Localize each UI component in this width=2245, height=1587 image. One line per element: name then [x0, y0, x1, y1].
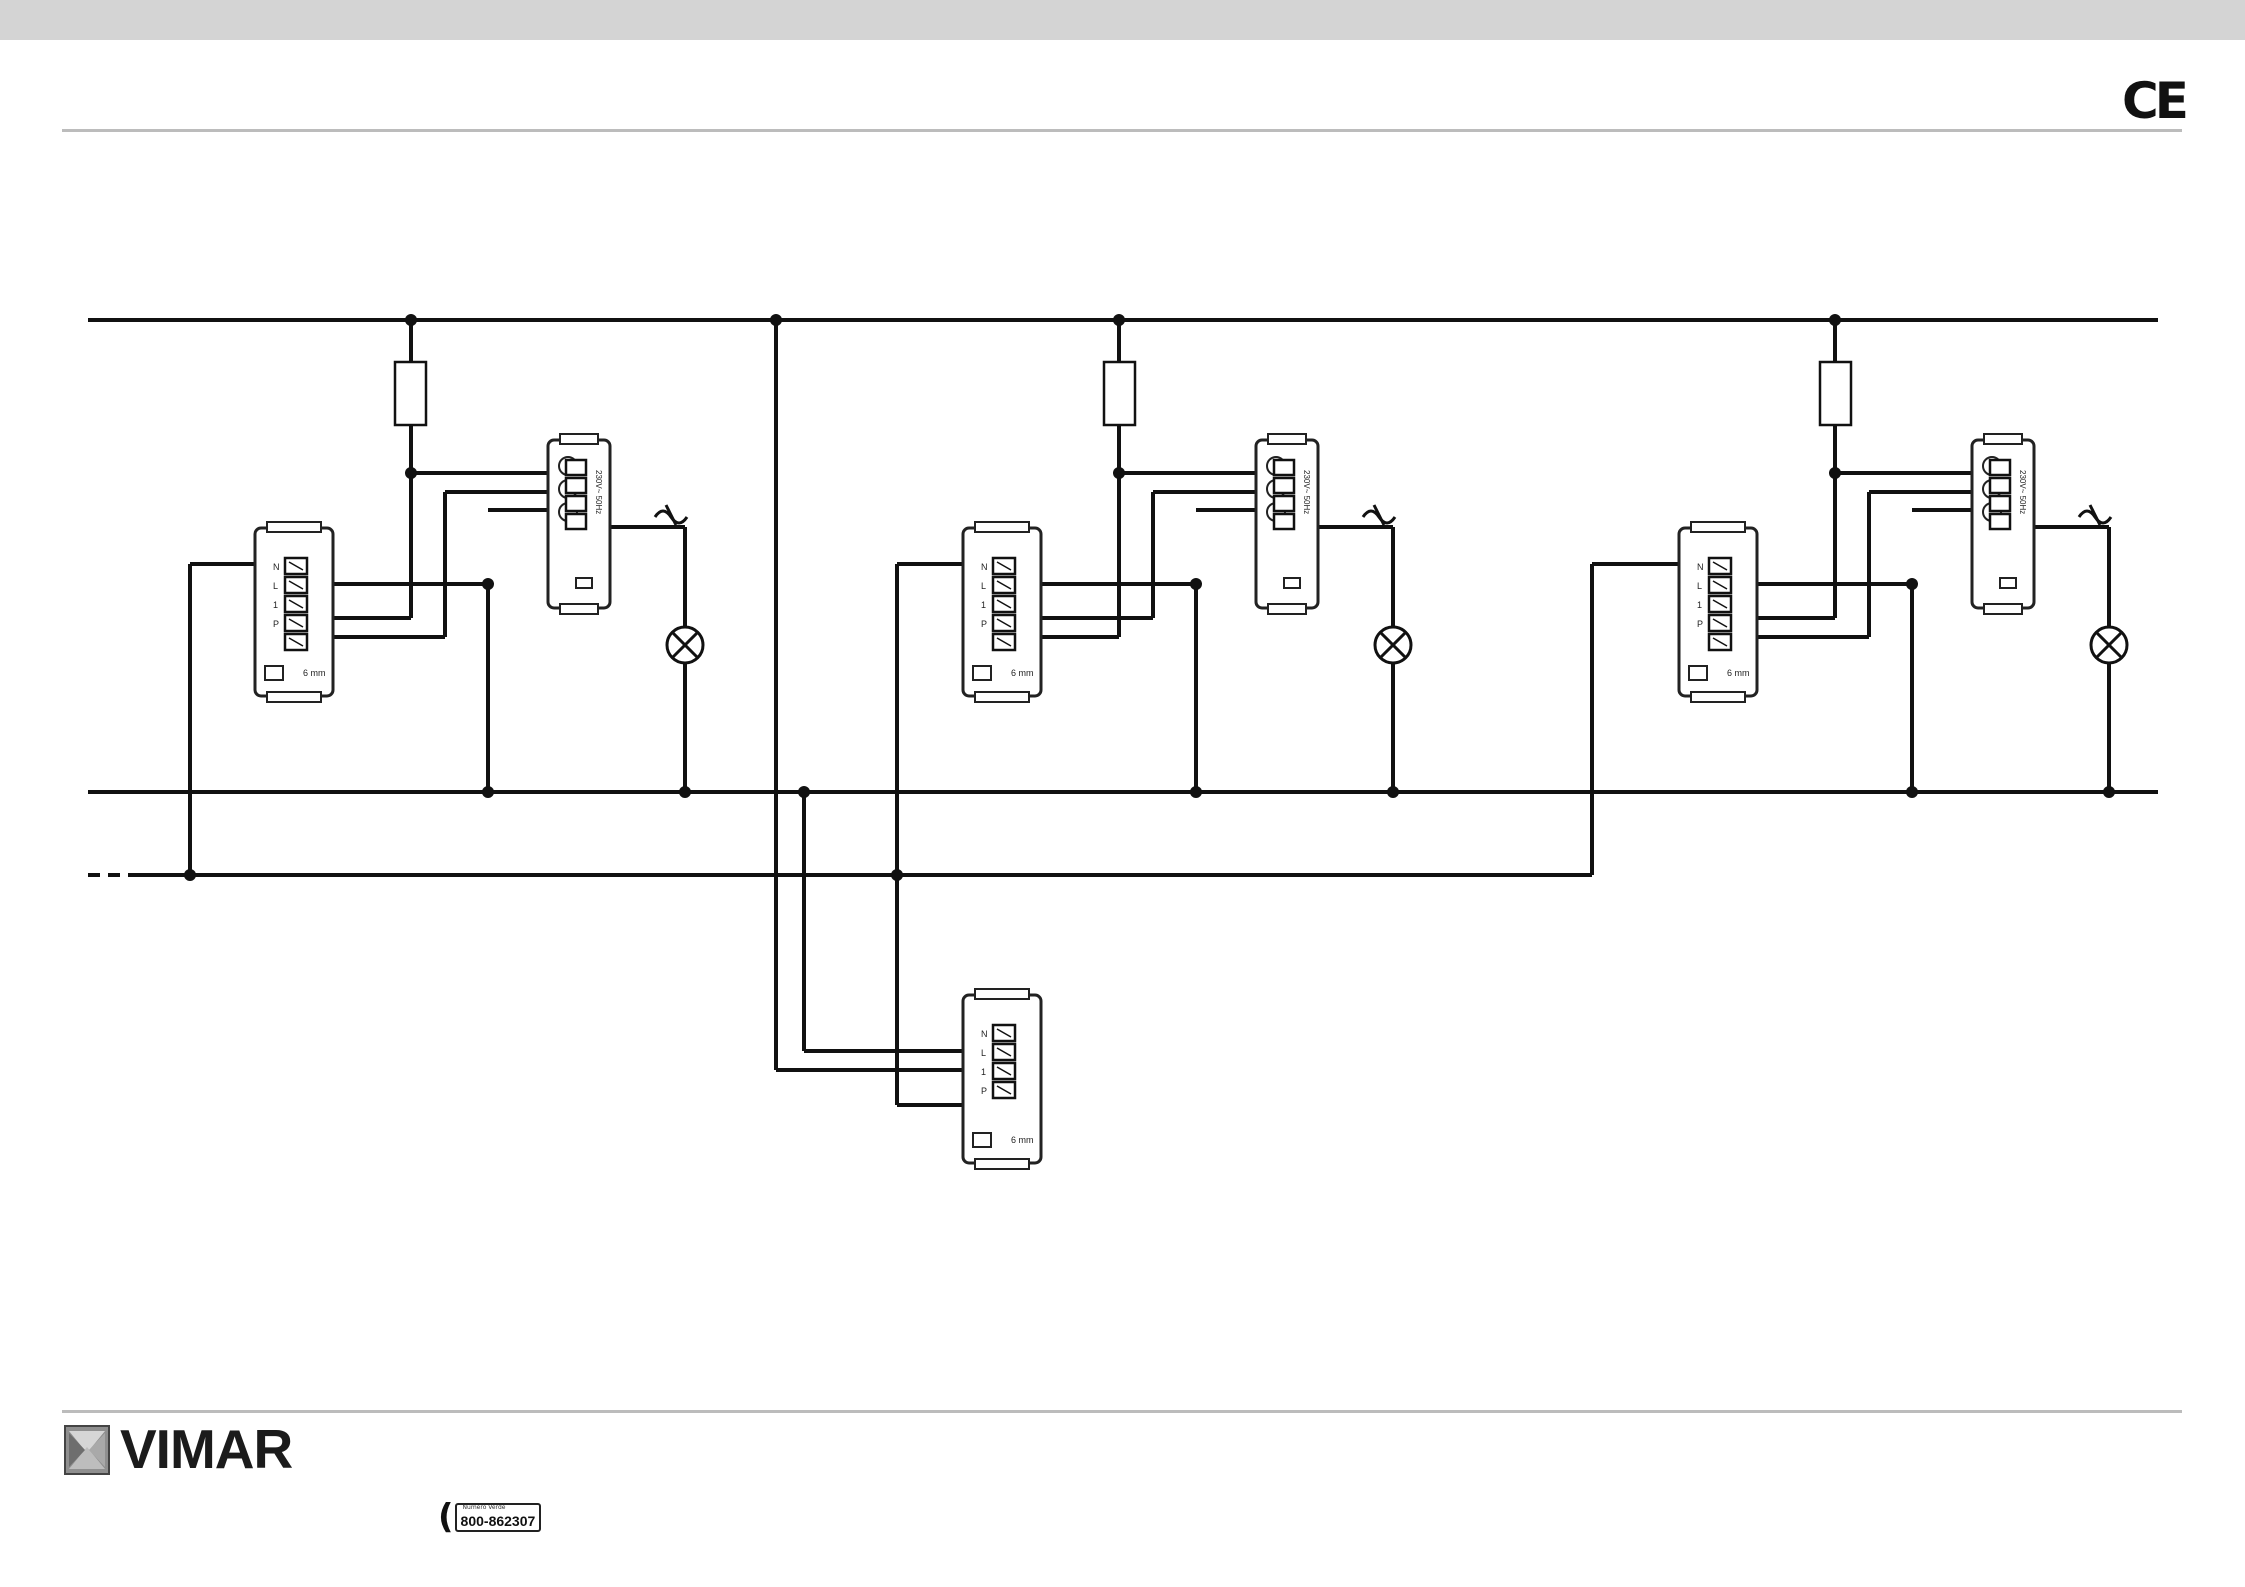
lamp-left — [667, 627, 703, 663]
terminal-label: L — [981, 1048, 986, 1058]
vimar-logo: VIMAR — [64, 1422, 292, 1477]
lamp-middle — [1375, 627, 1411, 663]
terminal-label: P — [273, 619, 279, 629]
terminal-label: N — [981, 1029, 988, 1039]
module-footer-text: 6 mm — [1011, 1135, 1034, 1145]
terminal-label: 1 — [273, 600, 278, 610]
lamp-right — [2091, 627, 2127, 663]
hotline-number: 800-862307 — [461, 1513, 536, 1529]
bus-wires — [88, 320, 2158, 1105]
fuse-middle — [1104, 362, 1135, 425]
module-rating-text: 230V~ 50Hz — [2018, 470, 2027, 514]
terminal-label: P — [1697, 619, 1703, 629]
dimmer-module-middle: 230V~ 50Hz — [1256, 434, 1318, 614]
footer-rule — [62, 1410, 2182, 1413]
phone-icon: ( — [438, 1500, 454, 1534]
module-footer-text: 6 mm — [1011, 668, 1034, 678]
terminal-label: L — [981, 581, 986, 591]
dimmer-module-right: 230V~ 50Hz — [1972, 434, 2034, 614]
terminal-label: N — [273, 562, 280, 572]
dimmer-module-left: 230V~ 50Hz — [548, 434, 610, 614]
vimar-logo-mark — [64, 1425, 110, 1475]
auxiliary-module: NL 1P 6 mm — [963, 989, 1041, 1169]
pushbutton-module-right: NL 1P 6 mm — [1679, 522, 1757, 702]
lamp-symbols — [667, 627, 2127, 663]
terminal-label: N — [1697, 562, 1704, 572]
terminal-label: N — [981, 562, 988, 572]
module-rating-text: 230V~ 50Hz — [594, 470, 603, 514]
terminal-label: 1 — [1697, 600, 1702, 610]
pushbutton-module-middle: NL 1P 6 mm — [963, 522, 1041, 702]
terminal-label: L — [1697, 581, 1702, 591]
terminal-label: 1 — [981, 600, 986, 610]
hotline-caption: Numero Verde — [463, 1504, 506, 1511]
fuse-right — [1820, 362, 1851, 425]
hotline-badge: ( Numero Verde 800-862307 — [438, 1500, 541, 1534]
terminal-label: P — [981, 1086, 987, 1096]
fuse-symbols — [395, 362, 1851, 425]
terminal-label: P — [981, 619, 987, 629]
module-rating-text: 230V~ 50Hz — [1302, 470, 1311, 514]
module-footer-text: 6 mm — [1727, 668, 1750, 678]
pushbutton-module-left: NL 1P 6 mm — [255, 522, 333, 702]
terminal-label: 1 — [981, 1067, 986, 1077]
dimmer-symbols — [655, 505, 2111, 525]
module-footer-text: 6 mm — [303, 668, 326, 678]
terminal-label: L — [273, 581, 278, 591]
brand-name: VIMAR — [120, 1422, 292, 1477]
fuse-left — [395, 362, 426, 425]
